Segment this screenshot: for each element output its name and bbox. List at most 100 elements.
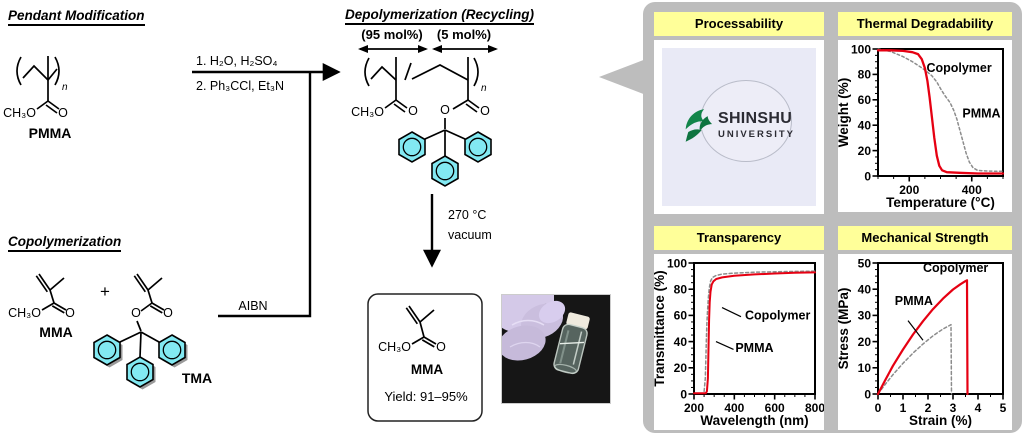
condition-step2: 2. Ph₃CCl, Et₃N xyxy=(196,79,284,93)
svg-text:PMMA: PMMA xyxy=(735,341,773,355)
initiator-label: AIBN xyxy=(238,299,267,313)
svg-text:20: 20 xyxy=(858,335,872,349)
svg-text:2: 2 xyxy=(925,401,932,415)
logo-line2: UNIVERSITY xyxy=(717,128,795,140)
pmma-ch3o-label: CH₃O xyxy=(3,106,36,120)
panel-pointer-tail xyxy=(599,59,646,95)
svg-text:200: 200 xyxy=(684,401,704,415)
copolymer-phenyl-ring-bottom xyxy=(431,155,459,187)
mma-monomer-structure xyxy=(35,273,67,314)
svg-text:Weight (%): Weight (%) xyxy=(838,78,851,148)
svg-text:0: 0 xyxy=(864,169,871,183)
processability-card: SHINSHU UNIVERSITY xyxy=(654,40,824,214)
copolymer-o1-label: O xyxy=(408,104,418,118)
card-header-processability: Processability xyxy=(654,12,824,36)
svg-text:40: 40 xyxy=(858,119,872,133)
reaction-arrow: 1. H₂O, H₂SO₄ 2. Ph₃CCl, Et₃N xyxy=(192,54,341,93)
copolymer-bridge-o-label: O xyxy=(440,103,450,117)
svg-text:Wavelength (nm): Wavelength (nm) xyxy=(700,413,808,428)
svg-text:0: 0 xyxy=(875,401,882,415)
copolymer-structure xyxy=(364,57,480,156)
product-o-label: O xyxy=(436,340,446,354)
pmma-o-label: O xyxy=(58,106,68,120)
pmma-name-label: PMMA xyxy=(29,125,72,141)
svg-text:200: 200 xyxy=(899,183,919,197)
product-name-label: MMA xyxy=(411,362,443,377)
svg-text:3: 3 xyxy=(950,401,957,415)
svg-text:1: 1 xyxy=(900,401,907,415)
tma-ester-o-label: O xyxy=(131,306,141,320)
depolymerization-title: Depolymerization (Recycling) xyxy=(345,7,535,25)
fraction-major-label: (95 mol%) xyxy=(361,27,422,42)
svg-text:30: 30 xyxy=(858,309,872,323)
svg-text:100: 100 xyxy=(851,42,871,56)
svg-text:40: 40 xyxy=(674,335,688,349)
logo-line1: SHINSHU xyxy=(717,109,793,127)
tma-carbonyl-o-label: O xyxy=(163,306,173,320)
tma-phenyl-ring-left xyxy=(93,334,123,368)
fraction-minor-label: (5 mol%) xyxy=(437,27,491,42)
tma-phenyl-ring-right xyxy=(158,334,188,368)
svg-text:5: 5 xyxy=(1000,401,1007,415)
copolymer-phenyl-ring-left xyxy=(398,131,426,163)
svg-text:400: 400 xyxy=(962,183,982,197)
copolymer-o2-label: O xyxy=(480,104,490,118)
svg-text:Copolymer: Copolymer xyxy=(923,261,988,275)
svg-text:100: 100 xyxy=(667,256,687,270)
card-header-mechanical: Mechanical Strength xyxy=(838,226,1012,250)
pyrolysis-vacuum-label: vacuum xyxy=(448,228,492,242)
card-header-thermal: Thermal Degradability xyxy=(838,12,1012,36)
product-box xyxy=(367,293,483,422)
tma-monomer-structure xyxy=(119,273,165,358)
plus-sign: + xyxy=(100,282,110,301)
results-panel: Processability Thermal Degradability Tra… xyxy=(643,2,1022,433)
svg-text:40: 40 xyxy=(858,283,872,297)
mma-product-photo xyxy=(494,290,611,404)
copolymer-ch3o-label: CH₃O xyxy=(351,105,384,119)
svg-text:80: 80 xyxy=(674,283,688,297)
svg-text:80: 80 xyxy=(858,68,872,82)
svg-text:Stress (MPa): Stress (MPa) xyxy=(838,288,851,370)
mma-o-label: O xyxy=(65,306,75,320)
svg-text:10: 10 xyxy=(858,361,872,375)
svg-text:0: 0 xyxy=(680,387,687,401)
pmma-repeat-n: n xyxy=(62,82,68,93)
card-header-transparency: Transparency xyxy=(654,226,824,250)
shinshu-logo: SHINSHU UNIVERSITY xyxy=(662,106,816,144)
tma-name-label: TMA xyxy=(182,370,212,386)
shinshu-logo-text: SHINSHU UNIVERSITY xyxy=(717,109,795,140)
svg-text:600: 600 xyxy=(765,401,785,415)
copolymer-repeat-n: n xyxy=(481,83,487,94)
svg-text:0: 0 xyxy=(864,387,871,401)
product-mma-structure xyxy=(405,305,437,348)
pendant-modification-title: Pendant Modification xyxy=(8,8,145,26)
svg-text:PMMA: PMMA xyxy=(895,294,933,308)
svg-text:60: 60 xyxy=(674,309,688,323)
svg-text:20: 20 xyxy=(674,361,688,375)
vial-photo-drawing xyxy=(494,290,610,403)
glove xyxy=(494,290,566,361)
svg-text:Copolymer: Copolymer xyxy=(926,61,991,75)
svg-text:4: 4 xyxy=(975,401,982,415)
reaction-scheme-svg: n CH₃O O PMMA 1. H₂O, H₂SO₄ 2. Ph₃CCl, E… xyxy=(3,27,646,422)
mma-ch3o-label: CH₃O xyxy=(8,306,41,320)
svg-text:Copolymer: Copolymer xyxy=(745,308,810,322)
pmma-structure xyxy=(16,56,60,114)
svg-text:400: 400 xyxy=(724,401,744,415)
mma-name-label: MMA xyxy=(39,324,72,340)
svg-text:Transmittance (%): Transmittance (%) xyxy=(654,270,667,386)
svg-text:800: 800 xyxy=(805,401,824,415)
svg-text:PMMA: PMMA xyxy=(962,107,1000,121)
copolymerization-arrow: AIBN xyxy=(218,73,312,318)
copolymer-phenyl-ring-right xyxy=(464,131,492,163)
svg-text:Temperature (°C): Temperature (°C) xyxy=(886,195,995,210)
product-ch3o-label: CH₃O xyxy=(378,340,411,354)
pyrolysis-temp-label: 270 °C xyxy=(448,208,486,222)
film-photo: SHINSHU UNIVERSITY xyxy=(662,48,816,206)
